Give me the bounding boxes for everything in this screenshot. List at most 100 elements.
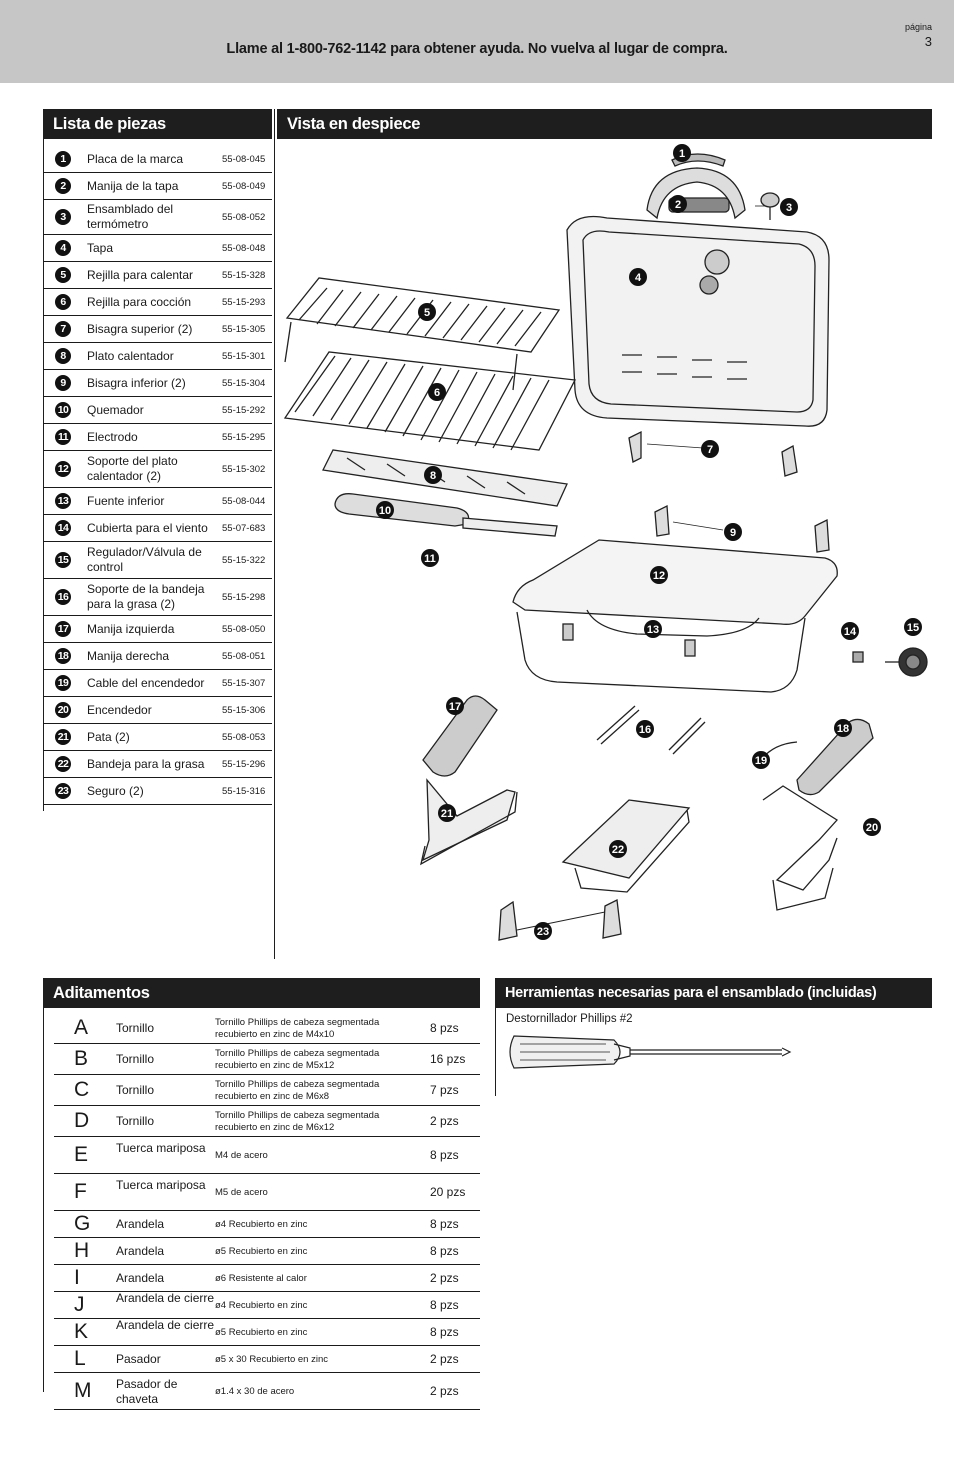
exploded-view-title: Vista en despiece: [277, 109, 932, 139]
hardware-name: Pasador: [116, 1351, 161, 1366]
part-number-badge: 5: [55, 267, 71, 283]
hardware-qty: 8 pzs: [430, 1147, 459, 1162]
tools-divider-left: [495, 1008, 496, 1096]
part-name: Bandeja para la grasa: [87, 756, 205, 771]
part-name: Pata (2): [87, 729, 130, 744]
callout-1: 1: [673, 144, 691, 162]
parts-divider-left: [43, 139, 44, 811]
hardware-desc: M5 de acero: [215, 1186, 268, 1198]
callout-6: 6: [428, 383, 446, 401]
part-number-badge: 3: [55, 209, 71, 225]
svg-text:10: 10: [379, 505, 391, 517]
svg-text:1: 1: [679, 148, 685, 160]
part-name: Encendedor: [87, 702, 152, 717]
hardware-desc: Tornillo Phillips de cabeza segmentada r…: [215, 1047, 380, 1071]
hardware-letter: L: [74, 1346, 86, 1370]
part-number-badge: 4: [55, 240, 71, 256]
callout-12: 12: [650, 566, 668, 584]
hardware-qty: 8 pzs: [430, 1297, 459, 1312]
callout-2: 2: [669, 195, 687, 213]
svg-text:2: 2: [675, 199, 681, 211]
grease-tray-illustration: [561, 799, 691, 893]
screwdriver-icon: [509, 1035, 792, 1069]
burner-illustration: [334, 493, 558, 537]
part-code: 55-15-316: [222, 785, 266, 797]
part-code: 55-15-306: [222, 704, 266, 716]
part-code: 55-08-049: [222, 180, 266, 192]
part-name: Rejilla para cocción: [87, 294, 192, 309]
tool-item-label: Destornillador Phillips #2: [506, 1013, 633, 1025]
part-name: Regulador/Válvula de control: [87, 545, 202, 574]
hardware-name: Tornillo: [116, 1051, 155, 1066]
hardware-letter: A: [74, 1015, 89, 1039]
part-name: Cubierta para el viento: [87, 520, 208, 535]
hardware-qty: 7 pzs: [430, 1082, 459, 1097]
hardware-name: Tornillo: [116, 1020, 155, 1035]
svg-text:13: 13: [647, 624, 659, 636]
callout-3: 3: [780, 198, 798, 216]
svg-text:7: 7: [707, 444, 713, 456]
hardware-letter: B: [74, 1046, 89, 1070]
part-code: 55-08-053: [222, 731, 266, 743]
hardware-letter: D: [74, 1108, 90, 1132]
part-code: 55-15-307: [222, 677, 266, 689]
tools-title: Herramientas necesarias para el ensambla…: [495, 978, 932, 1008]
part-number-badge: 8: [55, 348, 71, 364]
part-number-badge: 18: [55, 648, 71, 664]
hardware-name: Arandela: [116, 1216, 165, 1231]
hardware-letter: H: [74, 1238, 90, 1262]
hardware-letter: M: [74, 1378, 92, 1402]
hardware-row: B Tornillo Tornillo Phillips de cabeza seg…: [54, 1044, 480, 1075]
svg-text:8: 8: [430, 470, 436, 482]
hardware-desc: ø4 Recubierto en zinc: [215, 1299, 308, 1311]
regulator-illustration: [852, 647, 928, 677]
svg-text:12: 12: [653, 570, 665, 582]
hardware-desc: Tornillo Phillips de cabeza segmentada r…: [215, 1078, 380, 1102]
callout-16: 16: [636, 720, 654, 738]
warming-rack-illustration: [284, 277, 561, 391]
left-handle-leg-illustration: [420, 695, 518, 866]
part-number-badge: 17: [55, 621, 71, 637]
svg-text:11: 11: [424, 553, 436, 565]
hardware-qty: 8 pzs: [430, 1324, 459, 1339]
part-name: Placa de la marca: [87, 151, 184, 166]
hardware-letter: K: [74, 1319, 89, 1343]
part-number-badge: 7: [55, 321, 71, 337]
hardware-letter: F: [74, 1179, 87, 1203]
help-line: Llame al 1-800-762-1142 para obtener ayu…: [226, 41, 728, 57]
part-number-badge: 19: [55, 675, 71, 691]
part-name: Quemador: [87, 402, 144, 417]
hardware-qty: 16 pzs: [430, 1051, 466, 1066]
parts-list-title: Lista de piezas: [43, 109, 272, 139]
part-number-badge: 12: [55, 461, 71, 477]
part-number-badge: 14: [55, 520, 71, 536]
hardware-desc: Tornillo Phillips de cabeza segmentada r…: [215, 1016, 380, 1040]
svg-text:23: 23: [537, 926, 549, 938]
part-number-badge: 16: [55, 589, 71, 605]
part-number-badge: 20: [55, 702, 71, 718]
callout-13: 13: [644, 620, 662, 638]
svg-text:17: 17: [449, 701, 461, 713]
hardware-desc: M4 de acero: [215, 1149, 268, 1161]
callout-4: 4: [629, 268, 647, 286]
thermometer-illustration: [760, 192, 780, 220]
callout-14: 14: [841, 622, 859, 640]
grease-tray-brackets-illustration: [596, 705, 706, 755]
upper-hinges-illustration: [628, 430, 798, 477]
part-name: Fuente inferior: [87, 493, 165, 508]
